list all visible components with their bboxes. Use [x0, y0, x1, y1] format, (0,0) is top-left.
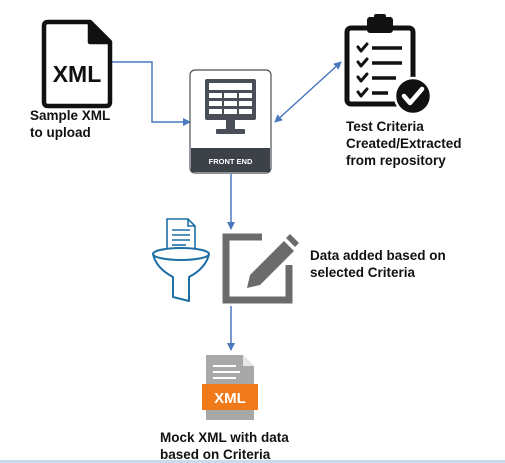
connectors: [112, 61, 342, 351]
sample-xml-label-line1: Sample XML: [30, 108, 111, 123]
data-added-label: Data added based on selected Criteria: [310, 247, 446, 281]
xml-document-icon: XML: [41, 19, 113, 109]
arrow-frontend-to-criteria: [274, 61, 342, 123]
sample-xml-label-line2: to upload: [30, 125, 91, 140]
test-criteria-label: Test Criteria Created/Extracted from rep…: [346, 118, 462, 169]
test-criteria-label-line3: from repository: [346, 153, 446, 168]
mock-xml-icon-text: XML: [214, 390, 246, 407]
bottom-divider: [0, 460, 505, 463]
funnel-filter-icon: [152, 218, 210, 302]
data-added-label-line2: selected Criteria: [310, 265, 416, 280]
mock-xml-label-line2: based on Criteria: [160, 447, 271, 462]
mock-xml-document-icon: XML: [202, 355, 258, 420]
mock-xml-label: Mock XML with data based on Criteria: [160, 429, 289, 463]
arrow-xml-to-frontend: [112, 61, 191, 126]
test-criteria-label-line1: Test Criteria: [346, 119, 424, 134]
xml-icon-text: XML: [53, 61, 102, 87]
front-end-caption: FRONT END: [209, 157, 253, 166]
front-end-monitor-icon: FRONT END: [189, 69, 272, 174]
edit-pencil-icon: [222, 233, 299, 304]
data-added-label-line1: Data added based on: [310, 248, 446, 263]
mock-xml-label-line1: Mock XML with data: [160, 430, 289, 445]
test-criteria-label-line2: Created/Extracted: [346, 136, 462, 151]
clipboard-checklist-icon: [344, 14, 433, 116]
sample-xml-label: Sample XML to upload: [30, 107, 110, 141]
